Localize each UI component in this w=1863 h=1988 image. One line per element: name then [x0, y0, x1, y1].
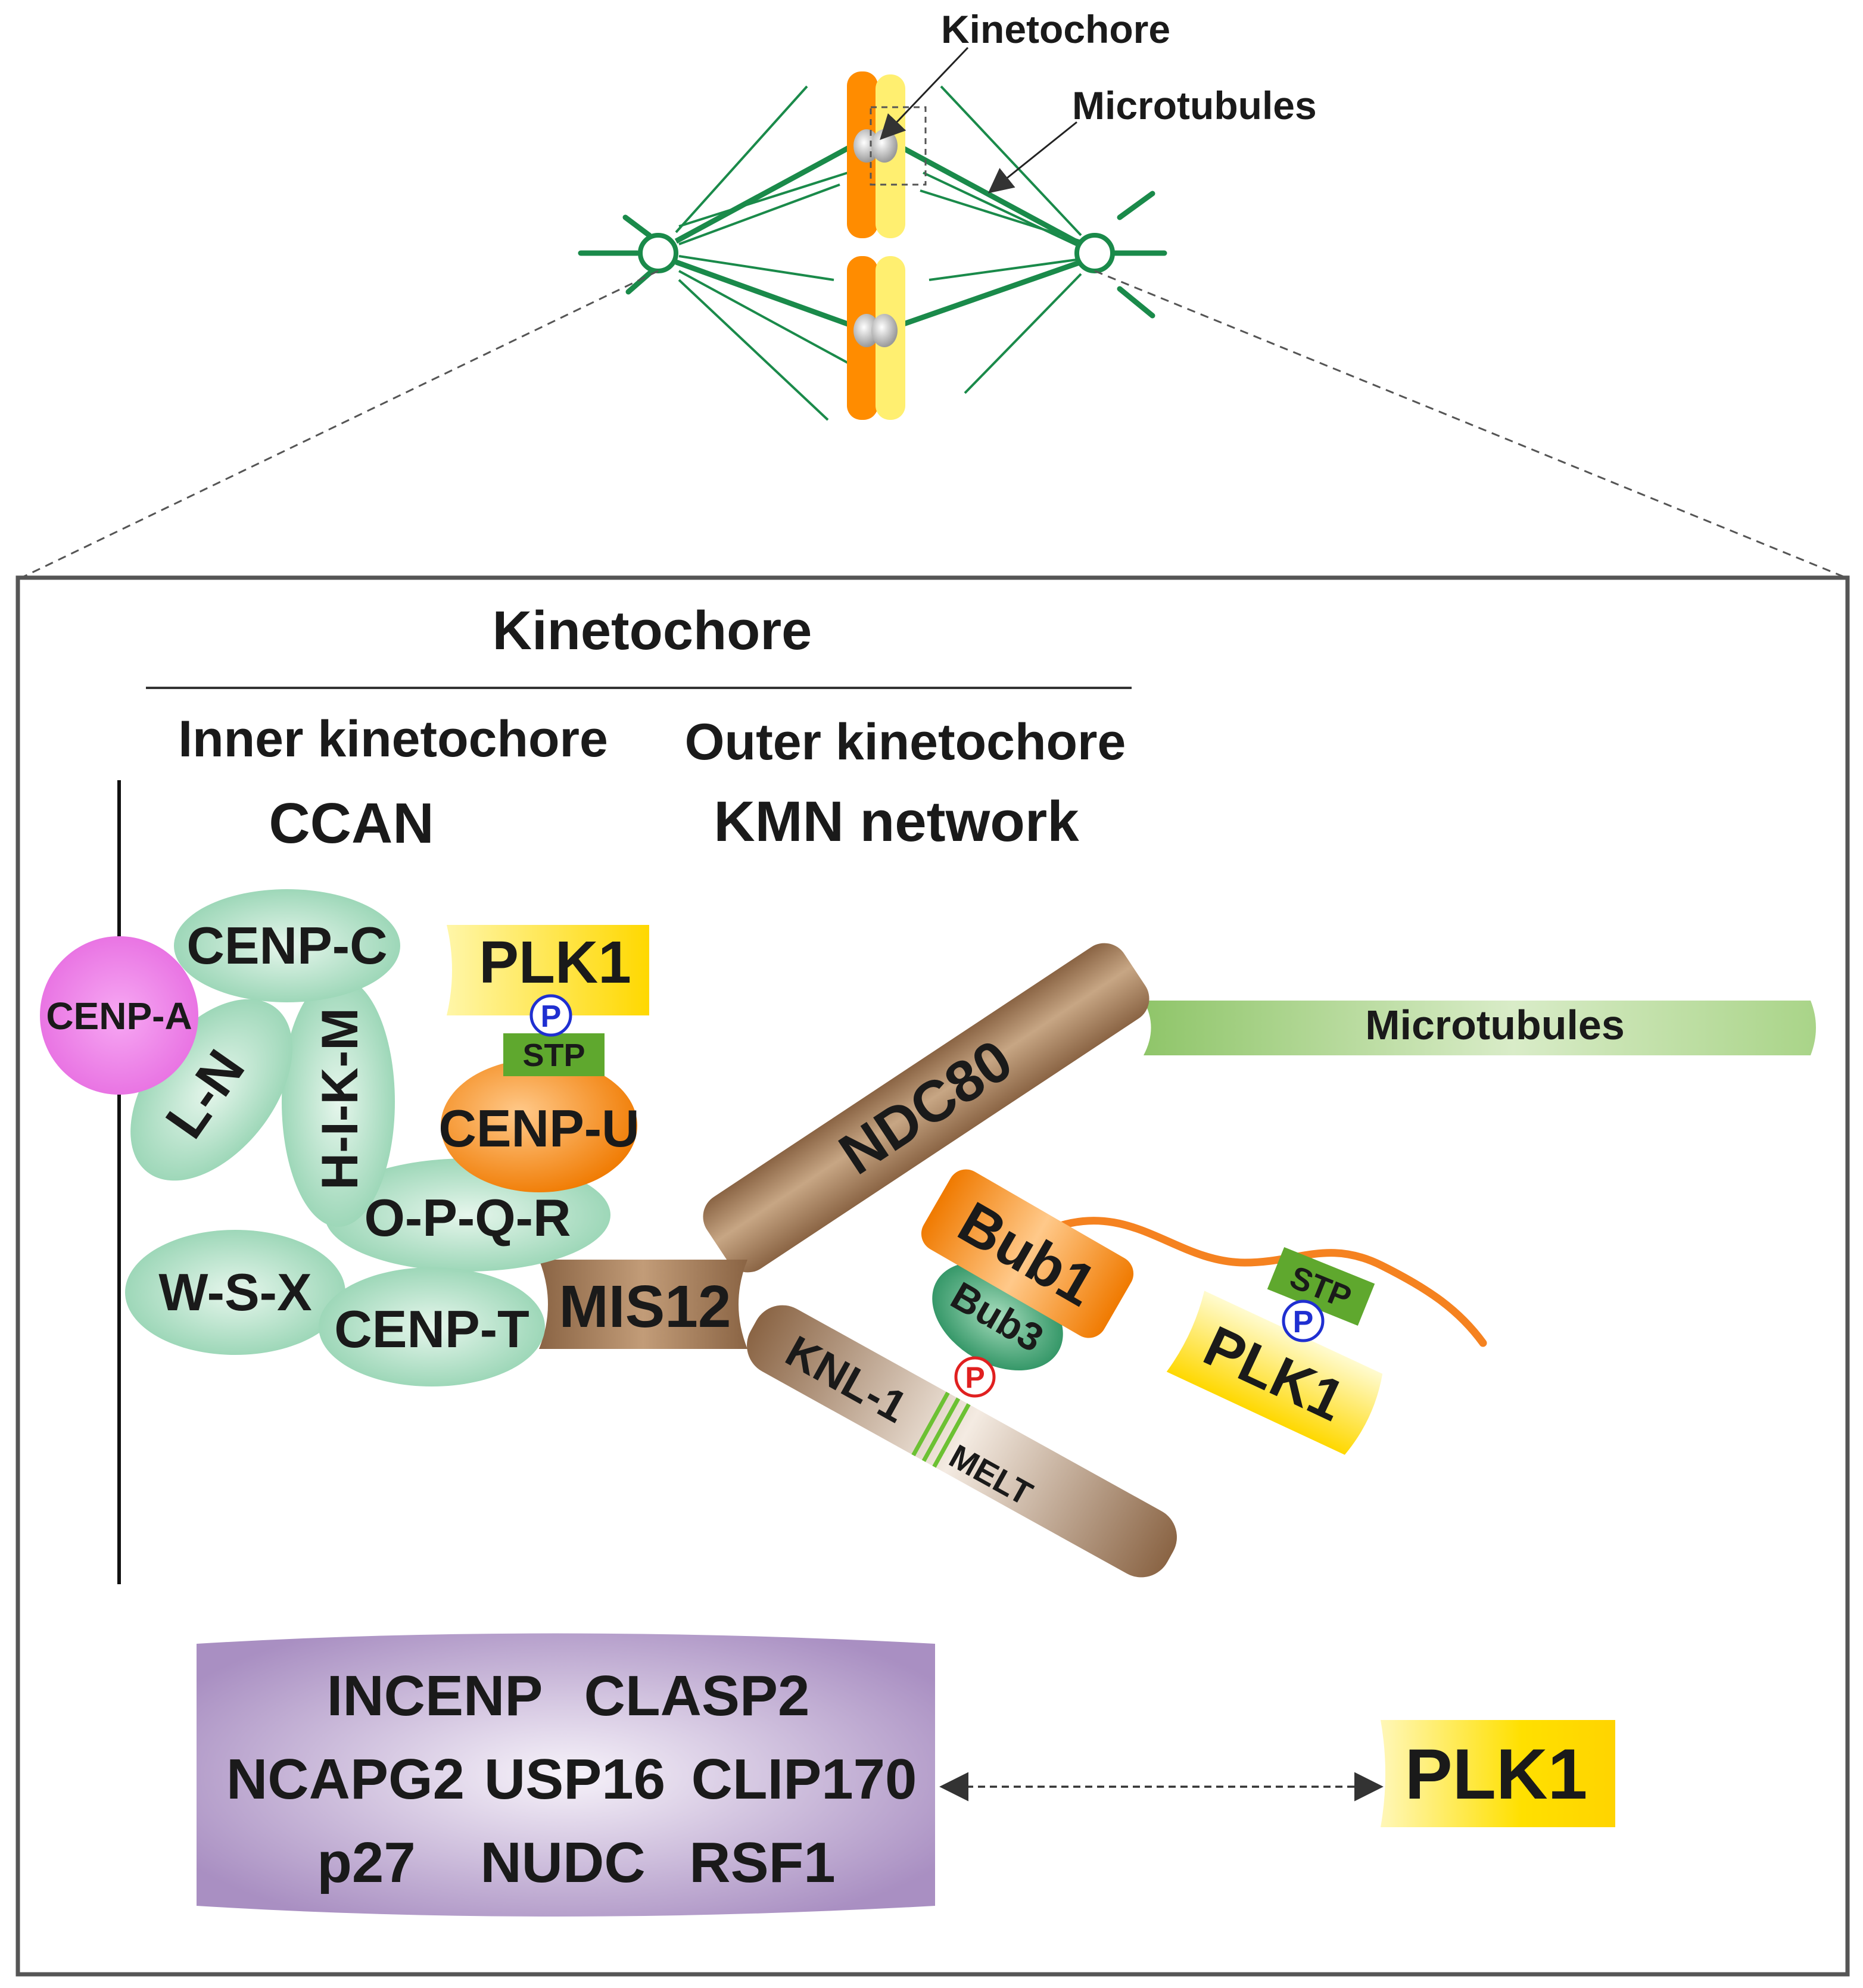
cenp-a-label: CENP-A — [46, 995, 192, 1037]
microtubule-bar: Microtubules — [1144, 1001, 1816, 1055]
phospho-bub3-label: P — [965, 1361, 985, 1394]
interactor-clasp2: CLASP2 — [584, 1664, 810, 1728]
panel-title: Kinetochore — [493, 600, 812, 661]
chromosome-lower — [847, 256, 905, 420]
stp-box-top — [503, 1033, 605, 1076]
cenp-t — [319, 1267, 545, 1386]
cenp-t-label: CENP-T — [334, 1300, 529, 1358]
cenp-c-label: CENP-C — [186, 916, 387, 975]
stp-top-label: STP — [522, 1037, 585, 1073]
mis12-label: MIS12 — [559, 1273, 731, 1340]
mitotic-spindle: Kinetochore Microtubules — [578, 7, 1317, 421]
plk1-top-label: PLK1 — [479, 929, 631, 996]
mis12: MIS12 — [539, 1260, 747, 1349]
interactor-incenp: INCENP — [327, 1664, 543, 1728]
microtubules-label: Microtubules — [1365, 1002, 1625, 1048]
interactor-ncapg2: NCAPG2 — [226, 1747, 465, 1811]
interactor-nudc: NUDC — [480, 1831, 645, 1894]
phospho-right-label: P — [1293, 1305, 1314, 1339]
phospho-right — [1282, 1300, 1325, 1342]
h-i-k-m — [282, 977, 395, 1227]
interactor-rsf1: RSF1 — [689, 1831, 835, 1894]
outer-kinetochore-label: Outer kinetochore — [685, 713, 1126, 771]
o-p-q-r-label: O-P-Q-R — [364, 1188, 571, 1247]
zoom-lines — [23, 270, 1844, 578]
phospho-top — [529, 994, 572, 1037]
chromosome-upper — [847, 71, 905, 238]
kmn-network-label: KMN network — [714, 790, 1079, 853]
plk1-top-box — [447, 925, 649, 1015]
interactor-p27: p27 — [317, 1831, 415, 1894]
ccan-complex: CENP-C CENP-A L-N H-I-K-M O-P-Q-R W-S-X … — [40, 889, 610, 1386]
ccan-label: CCAN — [269, 792, 434, 855]
w-s-x — [125, 1230, 345, 1355]
interactor-clip170: CLIP170 — [691, 1747, 917, 1811]
plk1-bottom: PLK1 — [1381, 1720, 1615, 1827]
phospho-bub3 — [954, 1356, 996, 1398]
plk1-bottom-label: PLK1 — [1405, 1734, 1588, 1814]
cenp-u-plk1-module: CENP-U STP PLK1 P — [438, 925, 649, 1192]
w-s-x-label: W-S-X — [158, 1263, 311, 1322]
cenp-a — [40, 936, 198, 1095]
cenp-u — [441, 1059, 637, 1192]
cenp-c — [174, 889, 400, 1002]
h-i-k-m-label: H-I-K-M — [311, 1008, 369, 1190]
inner-kinetochore-label: Inner kinetochore — [178, 711, 608, 768]
cenp-u-label: CENP-U — [438, 1099, 639, 1158]
kinetochore-top-label: Kinetochore — [941, 7, 1170, 51]
phospho-top-label: P — [541, 999, 562, 1034]
microtubules-top-label: Microtubules — [1072, 83, 1317, 127]
interactor-usp16: USP16 — [484, 1747, 665, 1811]
knl1: KNL-1 MELT — [747, 1305, 1177, 1578]
plk1-interactors: INCENP CLASP2 NCAPG2 USP16 CLIP170 p27 N… — [197, 1633, 935, 1917]
